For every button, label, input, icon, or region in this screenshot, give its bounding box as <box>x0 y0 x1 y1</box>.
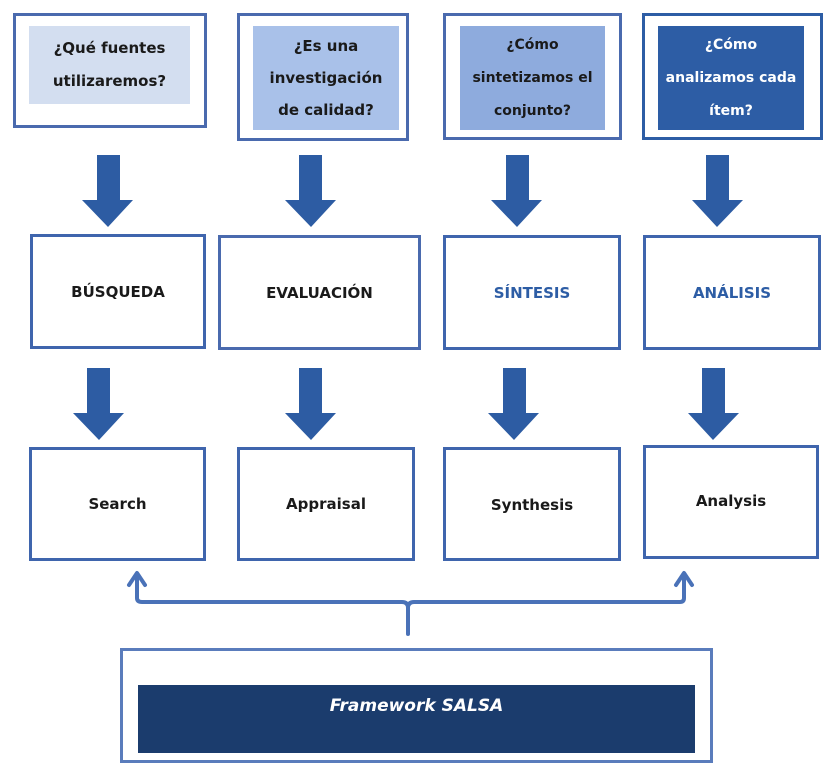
down-arrow-icon <box>491 155 542 227</box>
down-arrow-icon <box>488 368 539 440</box>
question-line: de calidad? <box>278 101 374 119</box>
question-line: utilizaremos? <box>52 72 167 90</box>
question-box-2: ¿Es una investigación de calidad? <box>237 13 409 141</box>
stage-busqueda: BÚSQUEDA <box>30 234 206 349</box>
question-line: investigación <box>269 69 383 87</box>
framework-box: Framework SALSA <box>120 648 713 763</box>
stage-synthesis: Synthesis <box>443 447 621 561</box>
question-line: conjunto? <box>493 102 572 119</box>
question-line: sintetizamos el <box>472 69 593 86</box>
stage-search: Search <box>29 447 206 561</box>
question-fill-3: ¿Cómo sintetizamos el conjunto? <box>460 26 605 130</box>
down-arrow-icon <box>285 155 336 227</box>
stage-label: BÚSQUEDA <box>71 282 165 301</box>
stage-analysis: Analysis <box>643 445 819 559</box>
question-line: ¿Qué fuentes <box>53 39 166 57</box>
question-fill-1: ¿Qué fuentes utilizaremos? <box>29 26 190 104</box>
stage-label: Analysis <box>695 492 767 510</box>
question-fill-2: ¿Es una investigación de calidad? <box>253 26 399 130</box>
question-box-3: ¿Cómo sintetizamos el conjunto? <box>443 13 622 140</box>
question-line: ¿Es una <box>293 37 359 55</box>
stage-label: SÍNTESIS <box>493 283 571 302</box>
up-arrow-icon <box>127 571 147 587</box>
framework-label: Framework SALSA <box>329 696 504 716</box>
down-arrow-icon <box>73 368 124 440</box>
stage-label: EVALUACIÓN <box>266 283 373 302</box>
stage-analisis: ANÁLISIS <box>643 235 821 350</box>
question-box-1: ¿Qué fuentes utilizaremos? <box>13 13 207 128</box>
framework-banner: Framework SALSA <box>138 685 695 753</box>
question-line: ítem? <box>709 102 753 119</box>
stage-sintesis: SÍNTESIS <box>443 235 621 350</box>
stage-label: Synthesis <box>490 496 574 514</box>
down-arrow-icon <box>82 155 133 227</box>
stage-label: ANÁLISIS <box>692 283 772 302</box>
stage-evaluacion: EVALUACIÓN <box>218 235 421 350</box>
down-arrow-icon <box>688 368 739 440</box>
question-line: ¿Cómo <box>506 36 559 53</box>
question-box-4: ¿Cómo analizamos cada ítem? <box>642 13 823 140</box>
up-arrow-icon <box>674 571 694 587</box>
stage-label: Search <box>88 495 147 513</box>
stage-label: Appraisal <box>286 495 366 513</box>
question-line: ¿Cómo <box>704 36 758 53</box>
stage-appraisal: Appraisal <box>237 447 415 561</box>
question-fill-4: ¿Cómo analizamos cada ítem? <box>658 26 804 130</box>
question-line: analizamos cada <box>665 69 797 86</box>
down-arrow-icon <box>692 155 743 227</box>
connector-bracket <box>135 574 686 636</box>
down-arrow-icon <box>285 368 336 440</box>
